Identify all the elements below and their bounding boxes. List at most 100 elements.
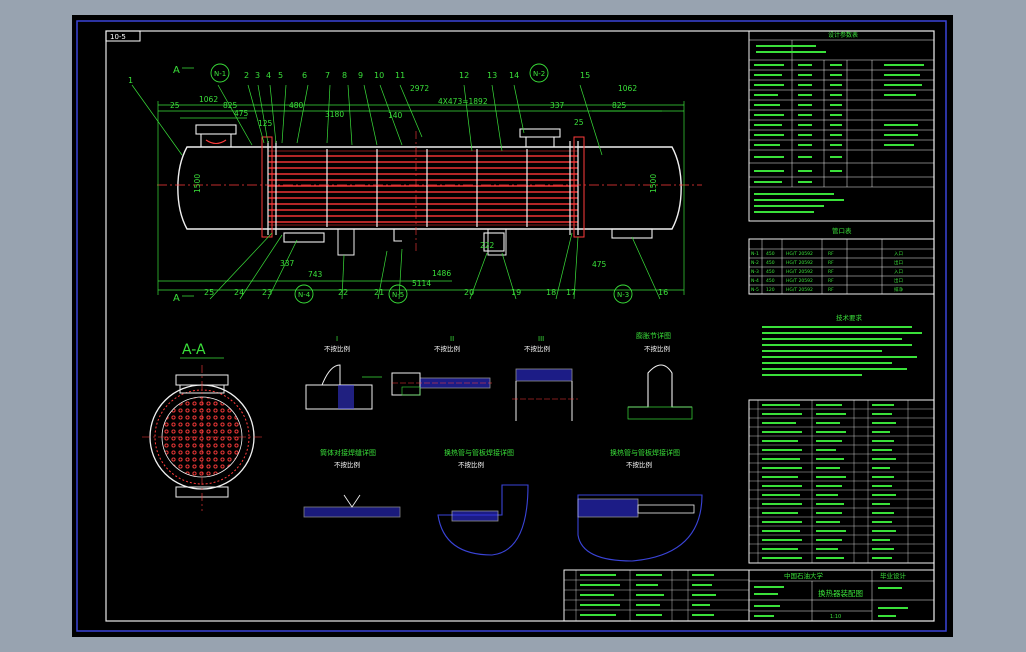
- svg-text:2: 2: [244, 71, 249, 80]
- tag-box: [105, 30, 141, 42]
- drawing-svg: 10-5: [76, 20, 947, 632]
- svg-text:120: 120: [766, 287, 775, 293]
- bottom-parts-list: [563, 569, 750, 622]
- svg-text:7: 7: [325, 71, 330, 80]
- dim-825-right: 825: [612, 101, 627, 110]
- svg-text:18: 18: [546, 288, 556, 297]
- svg-text:不按比例: 不按比例: [626, 460, 652, 469]
- weld-details: 筒体对接焊缝详图 不按比例 换热管与管板焊接详图 不按比例 换热管与管板焊接详图…: [303, 448, 703, 562]
- svg-text:入口: 入口: [894, 269, 903, 275]
- svg-text:N-2: N-2: [751, 260, 759, 266]
- dim-2972: 2972: [410, 84, 429, 93]
- svg-text:1: 1: [128, 76, 133, 85]
- svg-text:出口: 出口: [894, 277, 903, 284]
- title-block: 中国石油大学 毕业设计 换热器装配图 1:10: [748, 569, 935, 622]
- svg-text:25: 25: [204, 288, 214, 297]
- svg-text:HG/T 20592: HG/T 20592: [786, 251, 813, 257]
- svg-text:21: 21: [374, 288, 384, 297]
- svg-text:17: 17: [566, 288, 576, 297]
- svg-text:膨胀节详图: 膨胀节详图: [636, 331, 671, 340]
- title-scale: 1:10: [830, 614, 841, 620]
- dim-475-bottom: 475: [592, 260, 607, 269]
- svg-text:5: 5: [278, 71, 283, 80]
- dim-1500-right: 1500: [649, 174, 658, 193]
- svg-text:III: III: [538, 335, 544, 343]
- svg-text:22: 22: [338, 288, 348, 297]
- svg-text:管口表: 管口表: [832, 226, 852, 235]
- svg-text:HG/T 20592: HG/T 20592: [786, 269, 813, 275]
- svg-text:3: 3: [255, 71, 260, 80]
- dim-1500-left: 1500: [193, 174, 202, 193]
- svg-text:13: 13: [487, 71, 497, 80]
- svg-text:排净: 排净: [894, 286, 903, 293]
- svg-text:不按比例: 不按比例: [524, 344, 550, 353]
- drawing-tag: 10-5: [110, 33, 126, 41]
- svg-text:450: 450: [766, 260, 775, 266]
- title-design: 毕业设计: [880, 571, 907, 580]
- technical-requirements: 技术要求: [762, 313, 922, 376]
- svg-text:RF: RF: [828, 269, 834, 275]
- dim-1486: 1486: [432, 269, 451, 278]
- dim-140: 140: [388, 111, 403, 120]
- svg-text:16: 16: [658, 288, 668, 297]
- svg-text:15: 15: [580, 71, 590, 80]
- parts-list: [748, 399, 935, 564]
- svg-text:450: 450: [766, 251, 775, 257]
- svg-text:4: 4: [266, 71, 271, 80]
- title-school: 中国石油大学: [784, 571, 824, 580]
- svg-text:N-5: N-5: [751, 287, 759, 293]
- callouts-bottom: 25 24 23 22 21 20 19 18 17 16: [204, 288, 668, 297]
- svg-text:不按比例: 不按比例: [324, 344, 350, 353]
- dim-25-right: 25: [574, 118, 584, 127]
- nozzle-n4-label: N-4: [298, 291, 311, 299]
- svg-text:12: 12: [459, 71, 469, 80]
- design-spec-table: 设计参数表: [748, 30, 935, 222]
- svg-text:出口: 出口: [894, 259, 903, 266]
- svg-text:10: 10: [374, 71, 384, 80]
- nozzle-n3-label: N-3: [617, 291, 629, 299]
- svg-text:筒体对接焊缝详图: 筒体对接焊缝详图: [320, 448, 376, 457]
- main-view: N-1 N-2 N-3 N-4 N-5 A A: [131, 63, 702, 304]
- svg-text:N-3: N-3: [751, 269, 759, 275]
- svg-text:6: 6: [302, 71, 307, 80]
- svg-text:I: I: [336, 335, 338, 343]
- svg-text:23: 23: [262, 288, 272, 297]
- svg-text:HG/T 20592: HG/T 20592: [786, 260, 813, 266]
- dim-1062-left: 1062: [199, 95, 218, 104]
- svg-text:450: 450: [766, 278, 775, 284]
- outer-frame: [76, 20, 947, 632]
- svg-text:11: 11: [395, 71, 405, 80]
- svg-text:换热管与管板焊接详图: 换热管与管板焊接详图: [444, 448, 514, 457]
- svg-text:RF: RF: [828, 287, 834, 293]
- svg-text:19: 19: [511, 288, 521, 297]
- section-view-aa: A-A: [142, 342, 262, 511]
- svg-text:N-1: N-1: [751, 251, 759, 257]
- svg-text:不按比例: 不按比例: [434, 344, 460, 353]
- nozzle-n2-label: N-2: [533, 70, 545, 78]
- svg-text:HG/T 20592: HG/T 20592: [786, 278, 813, 284]
- dim-337-top: 337: [550, 101, 565, 110]
- svg-text:450: 450: [766, 269, 775, 275]
- dim-5114: 5114: [412, 279, 431, 288]
- svg-text:14: 14: [509, 71, 519, 80]
- inner-frame: [105, 30, 935, 622]
- section-marker-top: A: [173, 65, 180, 76]
- dim-222: 222: [480, 241, 495, 250]
- title-name: 换热器装配图: [818, 588, 863, 598]
- svg-text:不按比例: 不按比例: [644, 344, 670, 353]
- svg-text:入口: 入口: [894, 251, 903, 257]
- svg-text:24: 24: [234, 288, 244, 297]
- cad-canvas[interactable]: 10-5: [72, 15, 953, 637]
- svg-text:II: II: [450, 335, 454, 343]
- dim-743: 743: [308, 270, 323, 279]
- nozzle-table: 管口表 N-1 450 HG/T 20592 RF 入口 N-2 450 HG/…: [748, 226, 935, 295]
- svg-text:8: 8: [342, 71, 347, 80]
- dim-825-left: 825: [223, 101, 238, 110]
- dim-4x473: 4X473=1892: [438, 97, 488, 106]
- svg-text:不按比例: 不按比例: [334, 460, 360, 469]
- svg-text:技术要求: 技术要求: [836, 313, 863, 322]
- svg-text:9: 9: [358, 71, 363, 80]
- svg-text:不按比例: 不按比例: [458, 460, 484, 469]
- svg-text:20: 20: [464, 288, 474, 297]
- nozzle-n1-label: N-1: [214, 70, 226, 78]
